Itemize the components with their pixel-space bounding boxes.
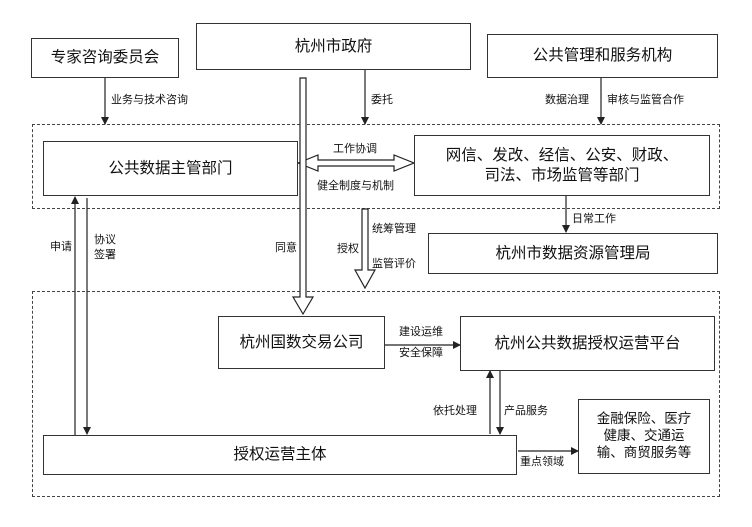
- key-fields-label-line3: 输、商贸服务等: [596, 444, 692, 461]
- label-work-coordination: 工作协调: [333, 142, 377, 155]
- label-supervision-evaluation: 监管评价: [372, 257, 416, 270]
- trading-company-label: 杭州国数交易公司: [239, 332, 364, 351]
- key-fields-label-line1: 金融保险、医疗: [596, 411, 692, 428]
- upper-dashed-group: [32, 124, 720, 209]
- label-key-fields: 重点领域: [520, 455, 564, 468]
- key-fields-label-line2: 健康、交通运: [603, 428, 685, 445]
- departments-node: 网信、发改、经信、公安、财政、 司法、市场监管等部门: [414, 135, 710, 196]
- expert-committee-label: 专家咨询委员会: [50, 48, 160, 67]
- data-bureau-label: 杭州市数据资源管理局: [495, 243, 651, 262]
- arrow-authorize: [353, 208, 377, 290]
- operation-platform-node: 杭州公共数据授权运营平台: [460, 316, 715, 371]
- lower-dashed-group: [32, 291, 720, 497]
- public-institutions-node: 公共管理和服务机构: [487, 34, 718, 78]
- label-business-consulting: 业务与技术咨询: [111, 93, 188, 106]
- label-system-mechanism: 健全制度与机制: [317, 179, 394, 192]
- operating-entity-node: 授权运营主体: [43, 435, 517, 475]
- label-agreement-line2: 签署: [94, 248, 116, 261]
- data-authority-node: 公共数据主管部门: [43, 141, 298, 196]
- trading-company-node: 杭州国数交易公司: [218, 316, 385, 369]
- label-agree: 同意: [275, 241, 297, 254]
- label-construction-ops: 建设运维: [399, 325, 443, 338]
- label-agreement-line1: 协议: [94, 233, 116, 246]
- label-security-guarantee: 安全保障: [399, 346, 443, 359]
- expert-committee-node: 专家咨询委员会: [31, 38, 179, 78]
- label-rely-processing: 依托处理: [433, 404, 477, 417]
- label-overall-management: 统筹管理: [372, 222, 416, 235]
- label-daily-work: 日常工作: [572, 212, 616, 225]
- operation-platform-label: 杭州公共数据授权运营平台: [494, 333, 681, 352]
- label-review-cooperation: 审核与监管合作: [607, 93, 684, 106]
- arrow-gov-agree: [291, 77, 315, 316]
- arrow-coordination: [296, 154, 416, 172]
- key-fields-node: 金融保险、医疗 健康、交通运 输、商贸服务等: [578, 399, 710, 474]
- label-apply: 申请: [50, 240, 72, 253]
- city-government-node: 杭州市政府: [196, 23, 471, 70]
- city-government-label: 杭州市政府: [294, 36, 373, 55]
- data-authority-label: 公共数据主管部门: [108, 158, 233, 177]
- operating-entity-label: 授权运营主体: [233, 445, 327, 464]
- label-product-service: 产品服务: [504, 404, 548, 417]
- label-entrust: 委托: [371, 93, 393, 106]
- departments-label-line1: 网信、发改、经信、公安、财政、: [445, 146, 679, 165]
- label-data-governance: 数据治理: [545, 93, 589, 106]
- label-authorize: 授权: [337, 242, 359, 255]
- public-institutions-label: 公共管理和服务机构: [532, 46, 673, 65]
- data-bureau-node: 杭州市数据资源管理局: [428, 233, 718, 274]
- departments-label-line2: 司法、市场监管等部门: [484, 165, 640, 184]
